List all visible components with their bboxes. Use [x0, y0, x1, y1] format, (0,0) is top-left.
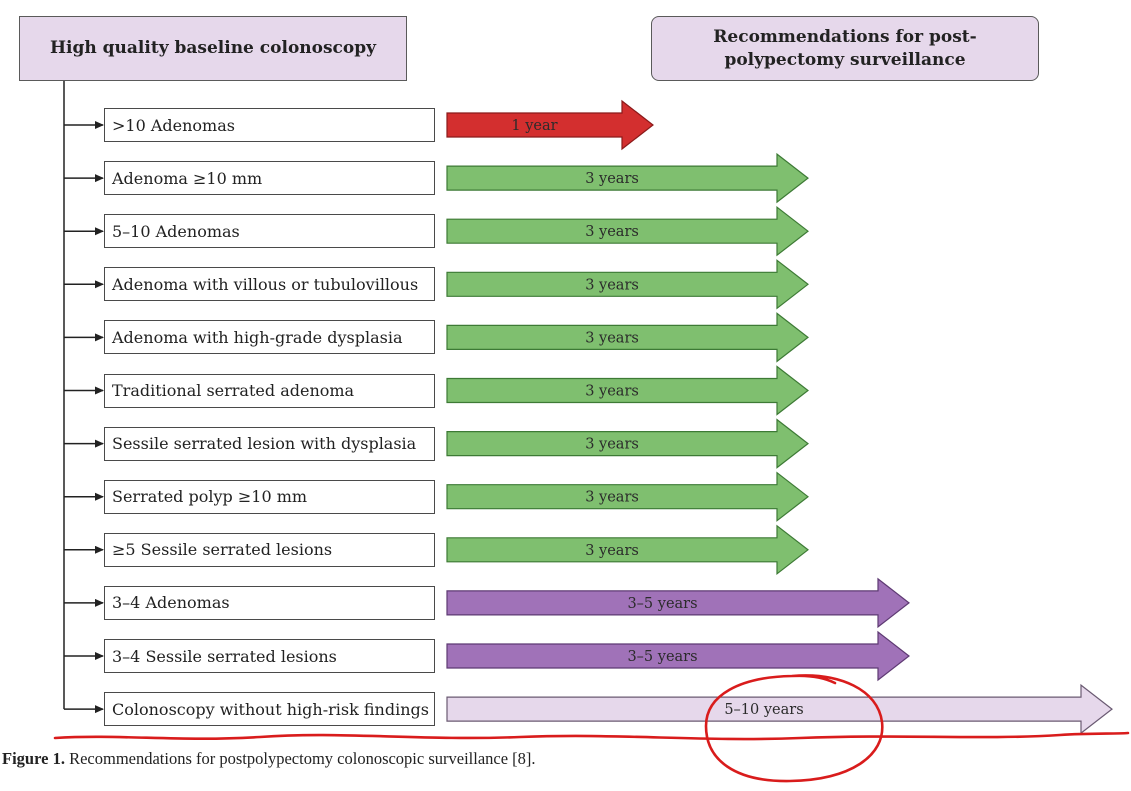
interval-arrow	[446, 630, 910, 682]
finding-box: Colonoscopy without high-risk findings	[104, 692, 435, 727]
finding-label: Adenoma with high-grade dysplasia	[112, 327, 403, 347]
interval-label: 3 years	[585, 490, 639, 506]
finding-label: Serrated polyp ≥10 mm	[112, 487, 308, 507]
finding-box: Adenoma with villous or tubulovillous	[104, 267, 435, 302]
interval-arrow	[446, 524, 809, 576]
finding-box: Traditional serrated adenoma	[104, 373, 435, 408]
interval-arrow	[446, 471, 809, 522]
interval-label: 3 years	[585, 171, 639, 187]
figure-caption-text: Recommendations for postpolypectomy colo…	[64, 749, 536, 768]
interval-arrow	[446, 683, 1113, 735]
recommendations-header-box: Recommendations for post-polypectomy sur…	[651, 16, 1039, 81]
finding-box: Serrated polyp ≥10 mm	[104, 479, 435, 514]
interval-arrow	[446, 259, 809, 310]
finding-label: Traditional serrated adenoma	[112, 381, 355, 400]
red-underline-annotation	[53, 731, 1130, 741]
interval-label: 3 years	[585, 277, 639, 293]
finding-label: 3–4 Adenomas	[112, 593, 230, 613]
interval-label: 3–5 years	[627, 649, 697, 665]
interval-label: 3–5 years	[627, 596, 697, 612]
figure-caption: Figure 1. Recommendations for postpolype…	[2, 749, 536, 769]
interval-label: 3 years	[585, 437, 639, 453]
interval-label: 3 years	[585, 224, 639, 240]
finding-box: Sessile serrated lesion with dysplasia	[104, 426, 435, 461]
interval-arrow	[446, 205, 809, 257]
baseline-header-text: High quality baseline colonoscopy	[49, 38, 377, 59]
baseline-header-box: High quality baseline colonoscopy	[19, 16, 407, 81]
finding-box: Adenoma ≥10 mm	[104, 161, 435, 196]
finding-label: Adenoma ≥10 mm	[112, 168, 263, 188]
interval-arrow	[446, 152, 809, 204]
interval-label: 1 year	[511, 118, 557, 134]
interval-arrow	[446, 365, 809, 416]
finding-label: 3–4 Sessile serrated lesions	[112, 646, 337, 666]
interval-label: 3 years	[585, 384, 639, 400]
finding-box: >10 Adenomas	[104, 108, 435, 142]
interval-arrow	[446, 312, 809, 363]
finding-box: 3–4 Sessile serrated lesions	[104, 639, 435, 673]
finding-box: 3–4 Adenomas	[104, 585, 435, 620]
finding-label: ≥5 Sessile serrated lesions	[112, 540, 333, 560]
finding-label: >10 Adenomas	[112, 115, 235, 135]
finding-box: 5–10 Adenomas	[104, 214, 435, 249]
interval-arrow	[446, 418, 809, 469]
interval-label: 3 years	[585, 330, 639, 346]
interval-arrow	[446, 577, 910, 629]
finding-label: Sessile serrated lesion with dysplasia	[112, 434, 417, 454]
recommendations-header-text: Recommendations for post-polypectomy sur…	[713, 26, 977, 70]
interval-label: 3 years	[585, 543, 639, 559]
finding-box: ≥5 Sessile serrated lesions	[104, 532, 435, 567]
interval-label: 5–10 years	[724, 702, 803, 718]
interval-arrow	[446, 99, 654, 151]
finding-label: Adenoma with villous or tubulovillous	[112, 274, 419, 294]
finding-label: Colonoscopy without high-risk findings	[112, 699, 429, 719]
finding-box: Adenoma with high-grade dysplasia	[104, 320, 435, 355]
finding-label: 5–10 Adenomas	[112, 221, 240, 241]
red-circle-annotation	[704, 674, 884, 783]
figure-caption-label: Figure 1.	[2, 749, 65, 768]
